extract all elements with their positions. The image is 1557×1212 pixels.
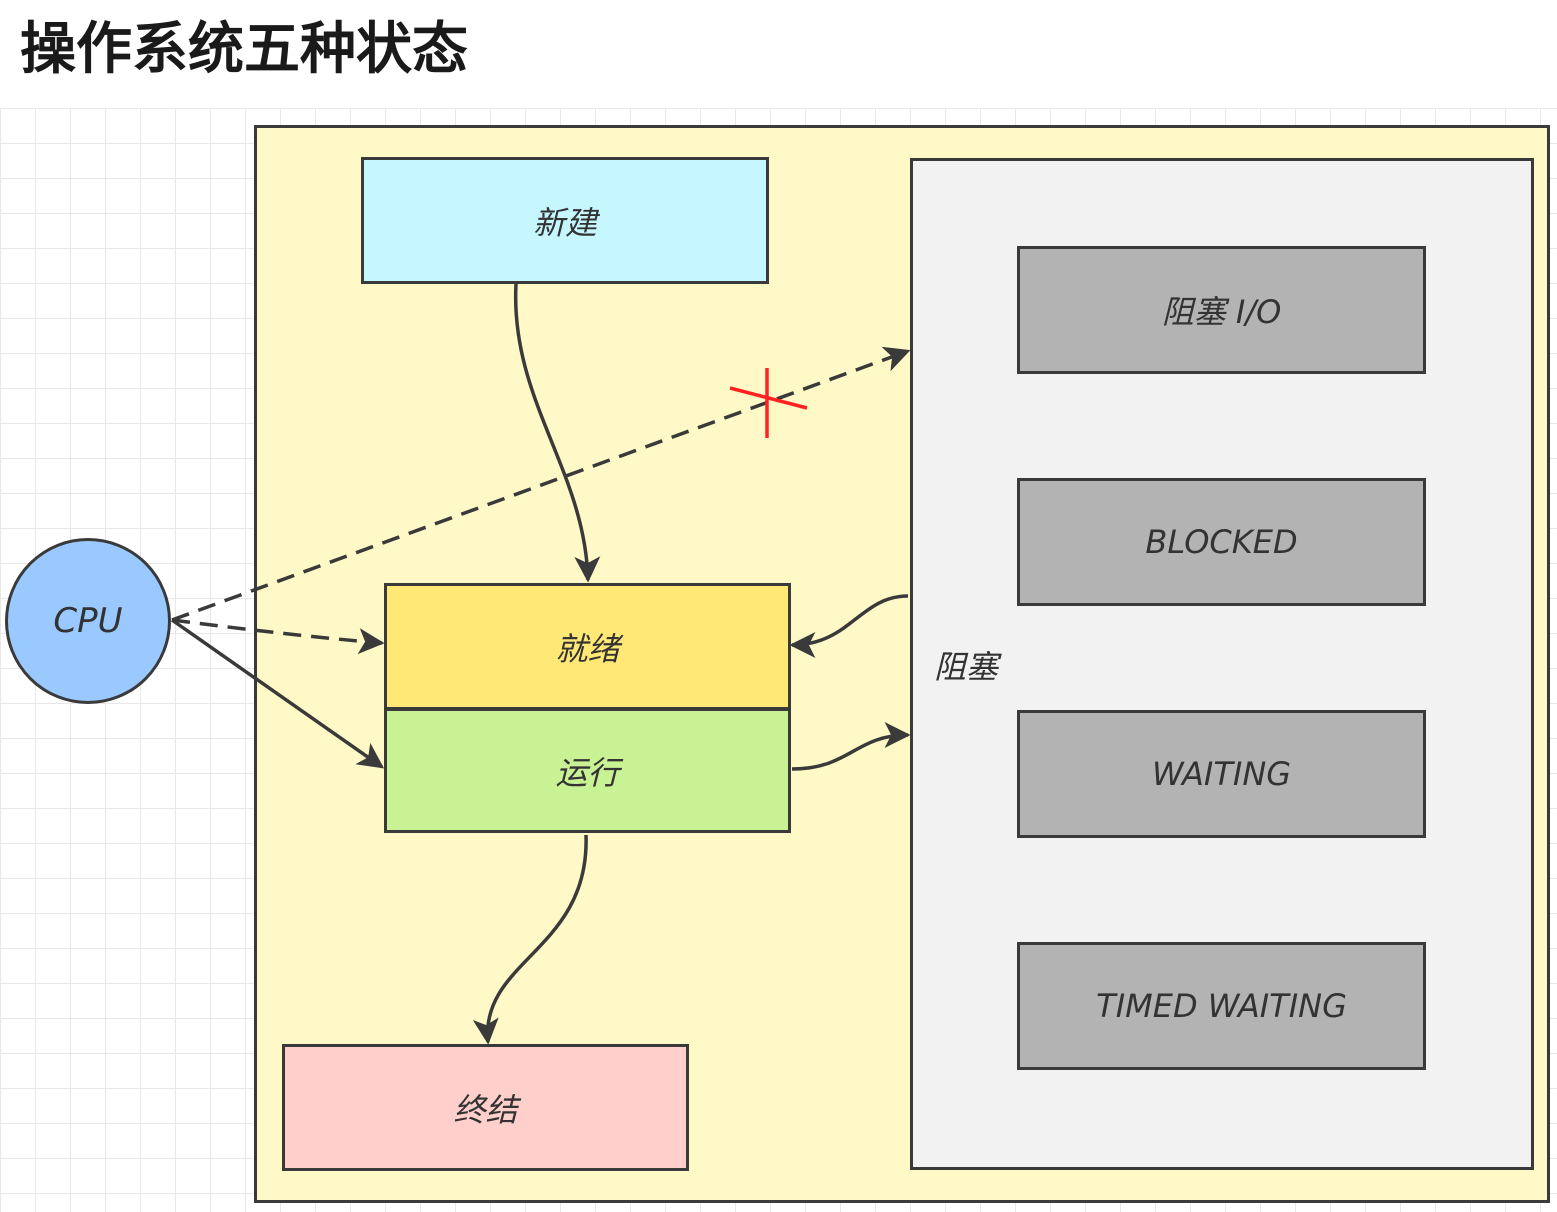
substate-timed-waiting: TIMED WAITING <box>1017 942 1426 1070</box>
arrow-new-to-ready <box>513 283 601 583</box>
state-running: 运行 <box>384 708 791 833</box>
page-title: 操作系统五种状态 <box>20 17 468 82</box>
substate-waiting: WAITING <box>1017 710 1426 838</box>
state-terminated: 终结 <box>282 1044 689 1171</box>
state-ready: 就绪 <box>384 583 791 710</box>
state-new: 新建 <box>361 157 769 284</box>
cpu-node: CPU <box>5 538 171 704</box>
substate-blocking-io: 阻塞 I/O <box>1017 246 1426 374</box>
arrow-cpu-to-blocked-forbidden <box>171 346 911 622</box>
arrow-running-to-terminated <box>472 834 588 1045</box>
arrow-cpu-to-ready <box>171 618 385 655</box>
arrow-cpu-to-running <box>170 618 385 769</box>
arrow-blocked-to-ready <box>789 594 909 658</box>
blocked-group-label: 阻塞 <box>934 648 999 686</box>
forbidden-mark <box>729 368 808 438</box>
arrow-running-to-blocked <box>791 722 911 771</box>
substate-blocked: BLOCKED <box>1017 478 1426 606</box>
